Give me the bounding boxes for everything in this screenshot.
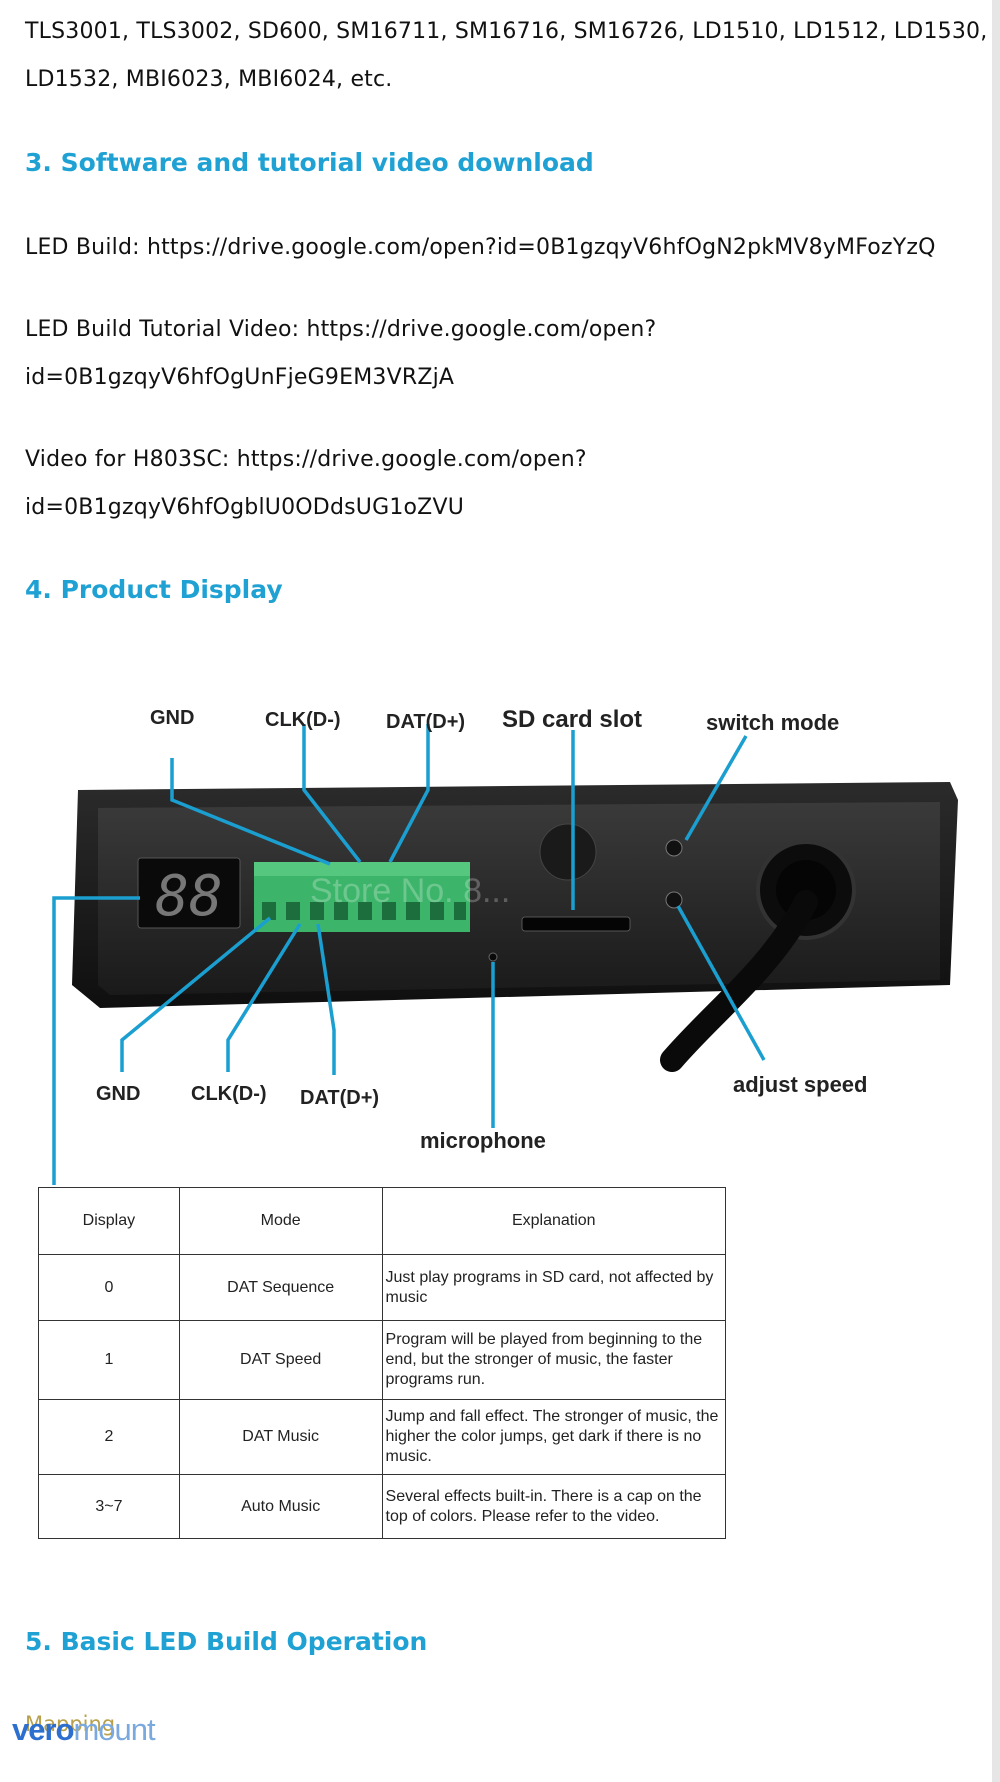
image-overlay-watermark: Store No. 8... <box>310 872 510 910</box>
intro-line-1: TLS3001, TLS3002, SD600, SM16711, SM1671… <box>25 19 988 44</box>
video-link-part-1[interactable]: https://drive.google.com/open? <box>236 447 587 472</box>
cell-mode: DAT Music <box>178 1399 383 1475</box>
cell-explanation: Program will be played from beginning to… <box>381 1320 727 1400</box>
adjust-speed-button <box>665 891 683 909</box>
led-build-label: LED Build: <box>25 235 140 260</box>
video-link-part-2[interactable]: id=0B1gzqyV6hfOgblU0ODdsUG1oZVU <box>25 495 465 520</box>
table-header-explanation: Explanation <box>381 1187 727 1255</box>
label-dat-top: DAT(D+) <box>386 711 465 733</box>
tutorial-line-2: id=0B1gzqyV6hfOgUnFjeG9EM3VRZjA <box>25 354 454 402</box>
product-figure: 88 Store No. 8... <box>0 640 1000 1200</box>
section-3-heading: 3. Software and tutorial video download <box>25 148 594 177</box>
watermark-part-2: mount <box>73 1712 155 1747</box>
table-row: 0 DAT Sequence Just play programs in SD … <box>38 1254 727 1321</box>
cell-display: 2 <box>38 1399 180 1475</box>
label-clk-bottom: CLK(D-) <box>191 1083 267 1105</box>
label-dat-bottom: DAT(D+) <box>300 1087 379 1109</box>
tutorial-link-part-1[interactable]: https://drive.google.com/open? <box>306 317 657 342</box>
switch-mode-button <box>665 839 683 857</box>
label-gnd-top: GND <box>150 707 194 729</box>
table-header-row: Display Mode Explanation <box>38 1187 727 1255</box>
callout-lines <box>52 724 766 1185</box>
label-microphone: microphone <box>420 1128 546 1153</box>
label-switch-mode: switch mode <box>706 710 839 735</box>
video-line-2: id=0B1gzqyV6hfOgblU0ODdsUG1oZVU <box>25 484 464 532</box>
cell-display: 0 <box>38 1254 180 1321</box>
led-build-link[interactable]: https://drive.google.com/open?id=0B1gzqy… <box>146 235 936 260</box>
cell-display: 1 <box>38 1320 180 1400</box>
cell-mode: Auto Music <box>178 1474 383 1539</box>
label-gnd-bottom: GND <box>96 1083 140 1105</box>
table-row: 1 DAT Speed Program will be played from … <box>38 1320 727 1400</box>
veromount-watermark-logo: veromount <box>12 1712 156 1748</box>
case-hole <box>539 823 597 881</box>
power-cable <box>660 890 818 1072</box>
watermark-part-1: vero <box>12 1712 74 1747</box>
section-5-heading: 5. Basic LED Build Operation <box>25 1627 428 1656</box>
table-header-display: Display <box>38 1187 180 1255</box>
cell-explanation: Just play programs in SD card, not affec… <box>381 1254 727 1321</box>
section-4-heading: 4. Product Display <box>25 575 283 604</box>
controller-face <box>98 802 940 995</box>
controller-illustration: 88 Store No. 8... <box>52 706 958 1185</box>
digit-display <box>137 857 241 929</box>
microphone-hole <box>488 952 498 962</box>
tutorial-link-part-2[interactable]: id=0B1gzqyV6hfOgUnFjeG9EM3VRZjA <box>25 365 455 390</box>
mapping-subheading: Mapping <box>25 1712 116 1736</box>
cell-mode: DAT Sequence <box>178 1254 383 1321</box>
page-right-border <box>992 0 1000 1782</box>
video-line: Video for H803SC: https://drive.google.c… <box>25 436 587 484</box>
label-sd-slot: SD card slot <box>502 706 642 733</box>
tutorial-label: LED Build Tutorial Video: <box>25 317 300 342</box>
table-header-mode: Mode <box>178 1187 383 1255</box>
cell-mode: DAT Speed <box>178 1320 383 1400</box>
tutorial-line: LED Build Tutorial Video: https://drive.… <box>25 306 656 354</box>
display-mode-table: Display Mode Explanation 0 DAT Sequence … <box>38 1187 727 1539</box>
intro-line-2: LD1532, MBI6023, MBI6024, etc. <box>25 67 393 92</box>
led-build-line: LED Build: https://drive.google.com/open… <box>25 224 936 272</box>
cell-explanation: Jump and fall effect. The stronger of mu… <box>381 1399 727 1475</box>
video-label: Video for H803SC: <box>25 447 230 472</box>
digit-display-text: 88 <box>155 864 222 929</box>
cell-display: 3~7 <box>38 1474 180 1539</box>
sd-card-slot <box>521 916 631 932</box>
table-row: 2 DAT Music Jump and fall effect. The st… <box>38 1399 727 1475</box>
label-clk-top: CLK(D-) <box>265 709 341 731</box>
terminal-block <box>254 862 470 932</box>
cell-explanation: Several effects built-in. There is a cap… <box>381 1474 727 1539</box>
label-adjust-speed: adjust speed <box>733 1072 867 1097</box>
table-row: 3~7 Auto Music Several effects built-in.… <box>38 1474 727 1539</box>
